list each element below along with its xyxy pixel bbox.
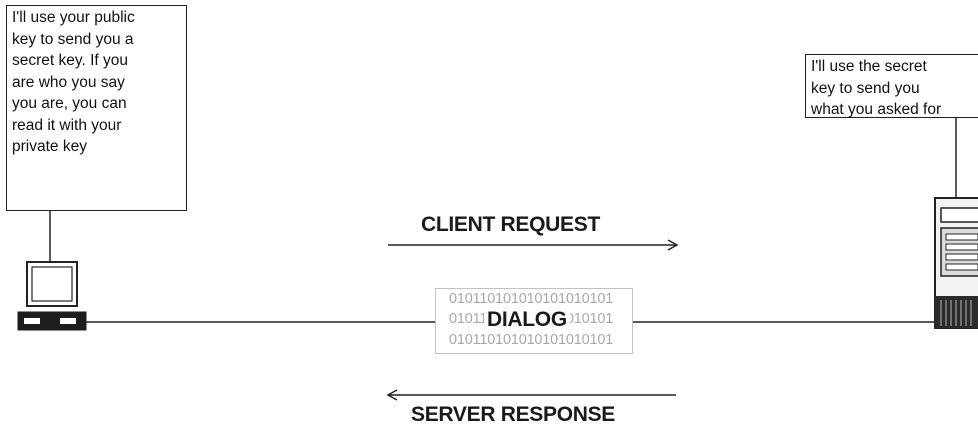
client-speech-line: private key xyxy=(12,138,87,155)
server-speech-line: I'll use the secret xyxy=(811,58,927,75)
binary-text-line: 010110101010101010101 xyxy=(449,291,614,307)
binary-text-line: 010110101010101010101 xyxy=(449,332,614,348)
client-speech-line: key to send you a xyxy=(12,30,134,48)
client-speech-line: secret key. If you xyxy=(12,52,129,69)
server-speech-box: I'll use the secret key to send you what… xyxy=(805,54,978,118)
server-speech-line: what you asked for xyxy=(811,101,942,118)
client-speech-line: read it with your xyxy=(12,116,122,134)
client-speech-box: I'll use your public key to send you a s… xyxy=(6,5,187,211)
server-speech-line: key to send you xyxy=(811,79,920,97)
client-speech-line: I'll use your public xyxy=(12,9,135,26)
dialog-box: 010110101010101010101 010110101010101010… xyxy=(435,288,633,354)
client-request-arrow xyxy=(388,239,679,251)
server-tower-icon xyxy=(934,197,978,329)
server-response-arrow xyxy=(386,389,676,401)
dialog-label: DIALOG xyxy=(484,308,570,332)
server-response-label: SERVER RESPONSE xyxy=(411,403,616,426)
client-speech-line: you are, you can xyxy=(12,95,127,112)
client-speech-line: are who you say xyxy=(12,73,125,91)
client-request-label: CLIENT REQUEST xyxy=(421,213,600,236)
desktop-computer-icon xyxy=(17,261,87,331)
